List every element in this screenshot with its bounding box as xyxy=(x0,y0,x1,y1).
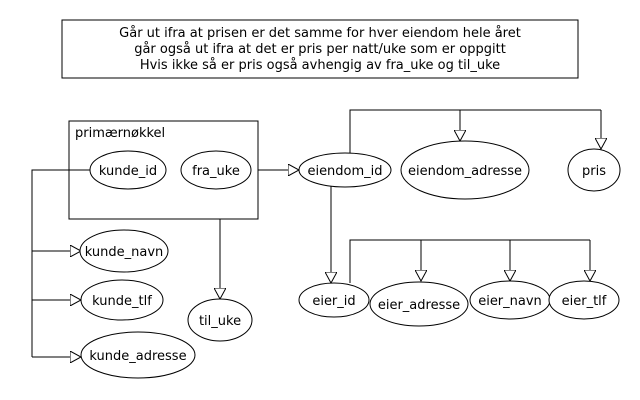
attribute-pris: pris xyxy=(567,148,621,192)
note-line-3: Hvis ikke så er pris også avhengig av fr… xyxy=(140,58,500,73)
svg-text:kunde_id: kunde_id xyxy=(99,164,157,179)
svg-text:kunde_adresse: kunde_adresse xyxy=(89,349,186,364)
attribute-kunde-tlf: kunde_tlf xyxy=(80,279,164,321)
attribute-kunde-id: kunde_id xyxy=(89,150,167,190)
svg-text:eier_adresse: eier_adresse xyxy=(378,298,460,313)
attribute-kunde-adresse: kunde_adresse xyxy=(80,331,196,379)
svg-text:kunde_tlf: kunde_tlf xyxy=(92,294,152,309)
note-line-1: Går ut ifra at prisen er det samme for h… xyxy=(119,26,521,41)
primary-key-label: primærnøkkel xyxy=(75,126,165,141)
svg-text:til_uke: til_uke xyxy=(199,314,241,329)
svg-text:eier_id: eier_id xyxy=(312,294,355,309)
dependency-edges xyxy=(31,109,601,357)
svg-text:pris: pris xyxy=(582,164,606,179)
svg-text:eier_navn: eier_navn xyxy=(478,294,542,309)
attribute-eiendom-id: eiendom_id xyxy=(298,152,392,188)
attribute-eier-navn: eier_navn xyxy=(469,280,551,320)
edge-eier-id-trunk xyxy=(349,239,590,283)
note-box: Går ut ifra at prisen er det samme for h… xyxy=(61,19,579,79)
edge-kunde-id-trunk xyxy=(31,169,90,357)
svg-text:eier_tlf: eier_tlf xyxy=(562,294,607,309)
attribute-til-uke: til_uke xyxy=(187,298,253,342)
note-line-2: går også ut ifra at det er pris per natt… xyxy=(134,42,506,57)
attribute-eiendom-adresse: eiendom_adresse xyxy=(400,140,530,200)
primary-key-group: primærnøkkel kunde_id fra_uke xyxy=(68,120,259,220)
attribute-eier-id: eier_id xyxy=(298,282,370,318)
svg-text:eiendom_adresse: eiendom_adresse xyxy=(408,164,522,179)
svg-text:kunde_navn: kunde_navn xyxy=(85,245,164,260)
attribute-fra-uke: fra_uke xyxy=(180,150,252,190)
edge-eiendom-id-trunk xyxy=(349,109,601,155)
attribute-eier-tlf: eier_tlf xyxy=(548,280,620,320)
svg-text:eiendom_id: eiendom_id xyxy=(307,164,382,179)
svg-text:fra_uke: fra_uke xyxy=(192,164,240,179)
attribute-eier-adresse: eier_adresse xyxy=(369,281,469,327)
attribute-kunde-navn: kunde_navn xyxy=(79,229,169,273)
